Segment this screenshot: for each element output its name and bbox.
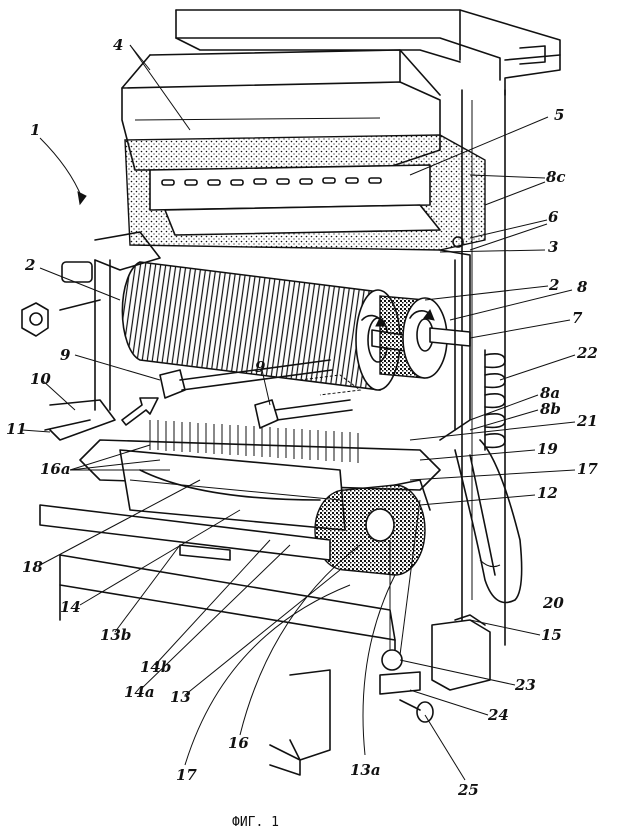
label-16a: 16a: [40, 460, 71, 478]
label-16: 16: [228, 734, 249, 752]
label-14b: 14b: [140, 658, 171, 676]
label-20: 20: [542, 594, 564, 612]
label-21: 21: [576, 412, 598, 430]
label-14: 14: [60, 598, 81, 616]
brush-drum: [315, 480, 430, 575]
label-10: 10: [30, 370, 51, 388]
upper-housing: [125, 135, 485, 250]
air-arrow: [122, 398, 158, 425]
label-7: 7: [572, 309, 583, 327]
label-17-bottom: 17: [176, 766, 197, 784]
label-12: 12: [537, 484, 558, 502]
label-25: 25: [457, 781, 479, 799]
label-22: 22: [576, 344, 598, 362]
label-15: 15: [541, 626, 562, 644]
suction-hose: [455, 440, 522, 603]
label-13a: 13a: [350, 761, 381, 779]
label-4: 4: [113, 36, 123, 54]
label-17-right: 17: [577, 460, 598, 478]
label-23: 23: [514, 676, 536, 694]
brush-roller: [380, 296, 470, 378]
label-6: 6: [548, 208, 559, 226]
figure-caption: ФИГ. 1: [232, 815, 279, 830]
label-8c: 8c: [546, 168, 566, 186]
label-5: 5: [554, 106, 564, 124]
label-8: 8: [577, 278, 588, 296]
label-18: 18: [22, 558, 43, 576]
label-9-left: 9: [60, 346, 71, 364]
label-19: 19: [537, 440, 558, 458]
label-2-right: 2: [548, 276, 559, 294]
label-13: 13: [170, 688, 191, 706]
label-24: 24: [487, 706, 509, 724]
label-8b: 8b: [540, 400, 561, 418]
label-9-right: 9: [255, 358, 266, 376]
label-3: 3: [548, 238, 558, 256]
label-2-left: 2: [24, 256, 35, 274]
label-11: 11: [6, 420, 27, 438]
label-1: 1: [30, 121, 40, 139]
label-13b: 13b: [100, 626, 131, 644]
coil-spring: [485, 350, 505, 450]
ribbed-roller: [122, 262, 412, 390]
label-14a: 14a: [124, 683, 155, 701]
